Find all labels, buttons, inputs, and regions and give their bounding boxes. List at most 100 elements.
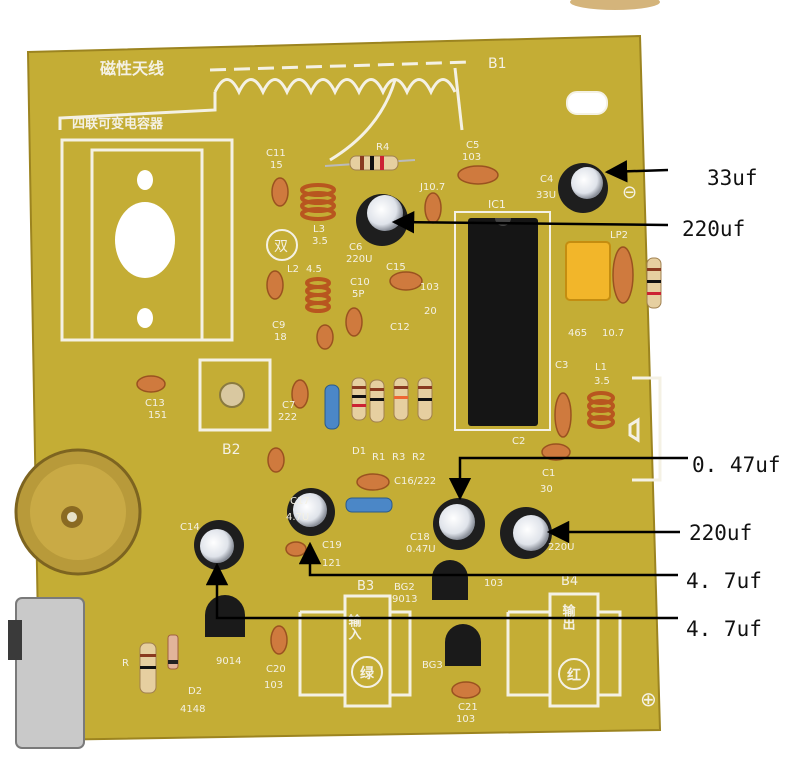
ref-c13: C13 (145, 398, 165, 409)
arrow-047uf (448, 456, 688, 501)
ref-c22-value: 220U (548, 542, 574, 553)
ref-r4: R4 (376, 142, 389, 153)
volume-potentiometer (14, 448, 142, 576)
ref-r2: R2 (412, 452, 425, 463)
ref-r1: R1 (372, 452, 385, 463)
capacitor-c4 (558, 163, 608, 213)
ref-l3-value: 3.5 (312, 236, 328, 247)
coil-l2 (305, 277, 331, 313)
ref-c4: C4 (540, 174, 553, 185)
resistor-bottom-left (139, 642, 157, 694)
input-circle-text: 绿 (360, 665, 375, 682)
annotation-arrows (205, 160, 688, 620)
ref-l2-value: 4.5 (306, 264, 322, 275)
arrow-47uf-1 (298, 541, 678, 577)
ref-d2: D2 (188, 686, 202, 697)
variable-capacitor-outline (60, 138, 298, 342)
coil-l3 (300, 183, 336, 221)
transistors (205, 560, 481, 666)
ref-c6: C6 (349, 242, 362, 253)
ref-r: R (122, 658, 129, 669)
label-47uf-2: 4. 7uf (686, 617, 762, 641)
ic1-label: IC1 (488, 198, 506, 211)
arrow-220uf-top (391, 210, 669, 234)
ref-c16: C16/222 (394, 476, 436, 487)
ref-l3: L3 (313, 224, 325, 235)
if-transformer (565, 241, 611, 301)
ref-c2: C2 (512, 436, 525, 447)
ref-j10: J10.7 (419, 182, 445, 193)
label-220uf-top: 220uf (682, 217, 745, 241)
antenna-title: 磁性天线 (100, 59, 164, 78)
ref-c17: C17 (290, 496, 310, 507)
ref-c12-value: 20 (424, 306, 437, 317)
capacitor-c6 (356, 194, 408, 246)
label-047uf: 0. 47uf (692, 453, 781, 477)
ref-c14: C14 (180, 522, 200, 533)
ref-c5: C5 (466, 140, 479, 151)
arrow-47uf-2 (205, 562, 678, 620)
silkscreen-labels: 磁性天线 B1 四联可变电容器 双 B2 B3 B4 输入 绿 输出 红 IC1… (72, 56, 657, 725)
ref-c21: C21 (458, 702, 478, 713)
ref-so14: 9014 (216, 656, 241, 667)
b2-trimmer-outline (198, 358, 272, 432)
ref-c9-value: 18 (274, 332, 287, 343)
ref-c11-value: 15 (270, 160, 283, 171)
polarity-plus: ⊕ (640, 687, 657, 711)
ref-l1: L1 (595, 362, 607, 373)
antenna-silkscreen (58, 60, 471, 162)
ref-c11: C11 (266, 148, 286, 159)
ref-bg2: BG2 (394, 582, 415, 593)
resistor-r1 (351, 377, 367, 421)
output-circle-text: 红 (567, 667, 581, 684)
resistor-c19 (345, 497, 393, 513)
ref-l1-value: 3.5 (594, 376, 610, 387)
ref-c7-value: 222 (278, 412, 297, 423)
ref-lp2: LP2 (610, 230, 628, 241)
ref-c13-value: 151 (148, 410, 167, 421)
resistors (139, 155, 662, 694)
resistor-r4 (324, 155, 416, 171)
capacitor-c18 (433, 498, 485, 550)
ref-10-7: 10.7 (602, 328, 624, 339)
ref-c19-value: 121 (322, 558, 341, 569)
ref-c7: C7 (282, 400, 295, 411)
ref-103-bottom: 103 (484, 578, 503, 589)
shuang-mark: 双 (274, 239, 288, 255)
b3-label: B3 (357, 579, 374, 594)
speaker-outline (628, 376, 662, 482)
transistor-so14 (205, 595, 245, 637)
polarity-minus: ⊖ (622, 182, 637, 203)
ref-c5-value: 103 (462, 152, 481, 163)
transistor-bg3 (445, 624, 481, 666)
ref-l2: L2 (287, 264, 299, 275)
input-text: 输入 (346, 613, 362, 640)
b4-output-outline (506, 592, 622, 708)
ref-c1: C1 (542, 468, 555, 479)
ref-bg3: BG3 (422, 660, 443, 671)
resistor-r-series (369, 377, 433, 423)
capacitor-c14 (194, 520, 244, 570)
resistor-d1 (324, 384, 340, 430)
transistor-bg2 (432, 560, 468, 600)
ref-c20-value: 103 (264, 680, 283, 691)
ref-r3: R3 (392, 452, 405, 463)
ref-c18-value: 0.47U (406, 544, 436, 555)
label-47uf-1: 4. 7uf (686, 569, 762, 593)
ref-c10: C10 (350, 277, 370, 288)
ref-bg2-value: 9013 (392, 594, 417, 605)
ref-c10-value: 5P (352, 289, 364, 300)
ic1-chip (454, 211, 551, 431)
resistor-right (646, 257, 662, 309)
ref-c6-value: 220U (346, 254, 372, 265)
ref-c12: C12 (390, 322, 410, 333)
capacitor-c22 (500, 507, 552, 559)
b3-input-outline (298, 594, 412, 708)
ref-c4-value: 33U (536, 190, 556, 201)
b2-label: B2 (222, 442, 241, 458)
coil-l1 (587, 391, 615, 429)
ref-c17-value: 4.7U (286, 512, 309, 523)
ref-c20: C20 (266, 664, 286, 675)
